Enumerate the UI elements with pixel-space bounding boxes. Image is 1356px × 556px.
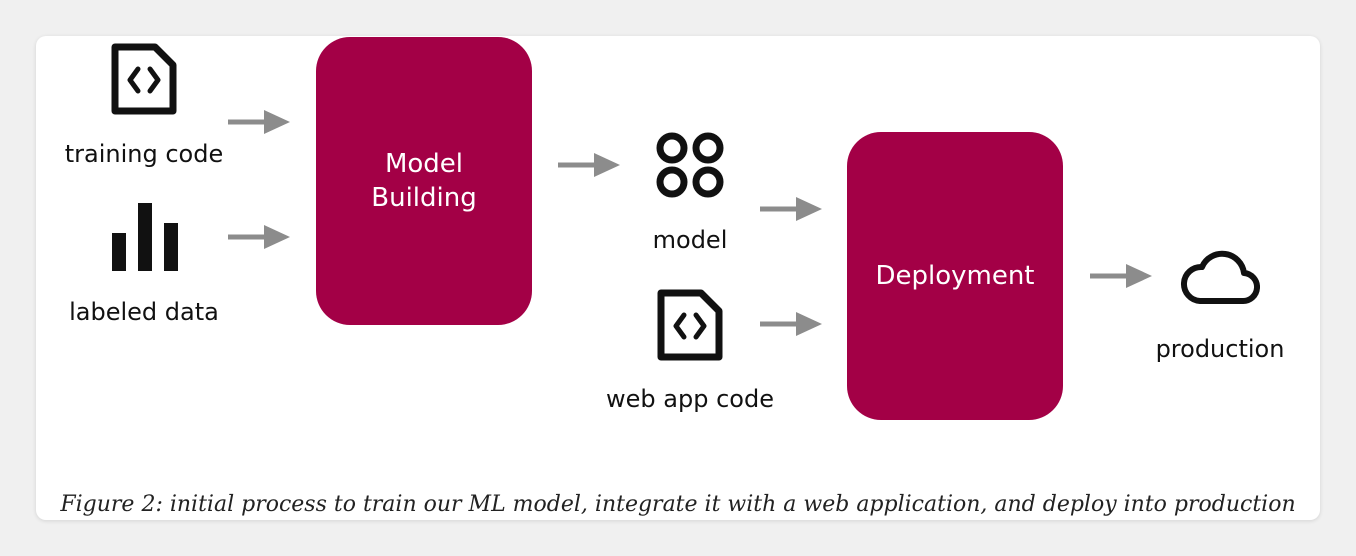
production-label: production — [1155, 335, 1285, 363]
model-label: model — [652, 226, 728, 254]
arrow-webapp-to-deployment — [760, 312, 822, 336]
model-circles-icon — [656, 132, 724, 198]
figure-caption: Figure 2: initial process to train our M… — [60, 492, 1296, 517]
code-file-icon — [111, 43, 177, 115]
code-file-icon — [657, 289, 723, 361]
arrow-deployment-to-production — [1090, 264, 1152, 288]
arrow-model-to-deployment — [760, 197, 822, 221]
arrow-data-to-building — [228, 225, 290, 249]
deployment-block: Deployment — [847, 132, 1063, 420]
training-code-label: training code — [64, 140, 224, 168]
arrow-building-to-model — [558, 153, 620, 177]
arrow-training-to-building — [228, 110, 290, 134]
cloud-icon — [1181, 250, 1260, 305]
labeled-data-label: labeled data — [69, 298, 219, 326]
bar-chart-icon — [112, 203, 178, 271]
web-app-code-label: web app code — [606, 385, 774, 413]
model-building-block: Model Building — [316, 37, 532, 325]
